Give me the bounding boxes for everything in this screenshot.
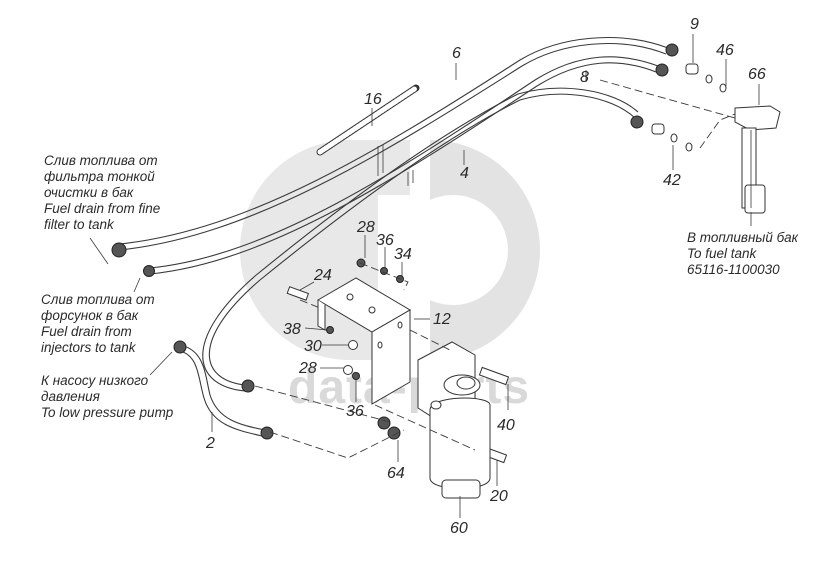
part-label-36-bottom: 36	[346, 403, 364, 420]
pipe-8	[149, 56, 659, 275]
part-label-66: 66	[748, 66, 766, 83]
callout-injectors-drain: Слив топлива от форсунок в бак Fuel drai…	[41, 292, 155, 355]
part-label-6: 6	[452, 45, 461, 62]
part-label-46: 46	[716, 42, 734, 59]
part-label-9: 9	[690, 16, 699, 33]
bracket-12	[317, 277, 411, 405]
pipe-4	[202, 87, 639, 392]
pipe-break-marks	[377, 144, 414, 186]
part-label-42: 42	[663, 172, 681, 189]
part-label-40: 40	[497, 417, 515, 434]
part-label-8: 8	[580, 69, 589, 86]
part-label-30: 30	[304, 338, 322, 355]
callout-fine-filter-drain: Слив топлива от фильтра тонкой очистки в…	[44, 153, 161, 232]
part-label-20: 20	[490, 488, 508, 505]
callout-fuel-tank: В топливный бак To fuel tank 65116-11000…	[687, 230, 799, 277]
part-label-28-bottom: 28	[299, 360, 317, 377]
part-label-34: 34	[394, 246, 412, 263]
part-label-4: 4	[460, 165, 469, 182]
pipe-2	[179, 344, 266, 437]
part-label-28-top: 28	[357, 219, 375, 236]
part-label-2: 2	[206, 435, 215, 452]
fuel-filter-60	[417, 341, 491, 499]
tank-fitting-66	[734, 105, 781, 214]
callout-low-pressure-pump: К насосу низкого давления To low pressur…	[41, 373, 174, 420]
part-label-16: 16	[364, 91, 382, 108]
leader-lines	[89, 34, 760, 518]
corrugated-sleeve-16	[316, 84, 420, 156]
part-label-36-top: 36	[376, 232, 394, 249]
part-label-64: 64	[387, 465, 405, 482]
part-label-60: 60	[450, 520, 468, 537]
fitting-nuts	[111, 43, 679, 440]
part-label-12: 12	[433, 311, 451, 328]
part-label-24: 24	[314, 267, 332, 284]
pipe-6	[119, 36, 669, 251]
adapters-washers	[651, 63, 727, 152]
part-label-38: 38	[283, 321, 301, 338]
